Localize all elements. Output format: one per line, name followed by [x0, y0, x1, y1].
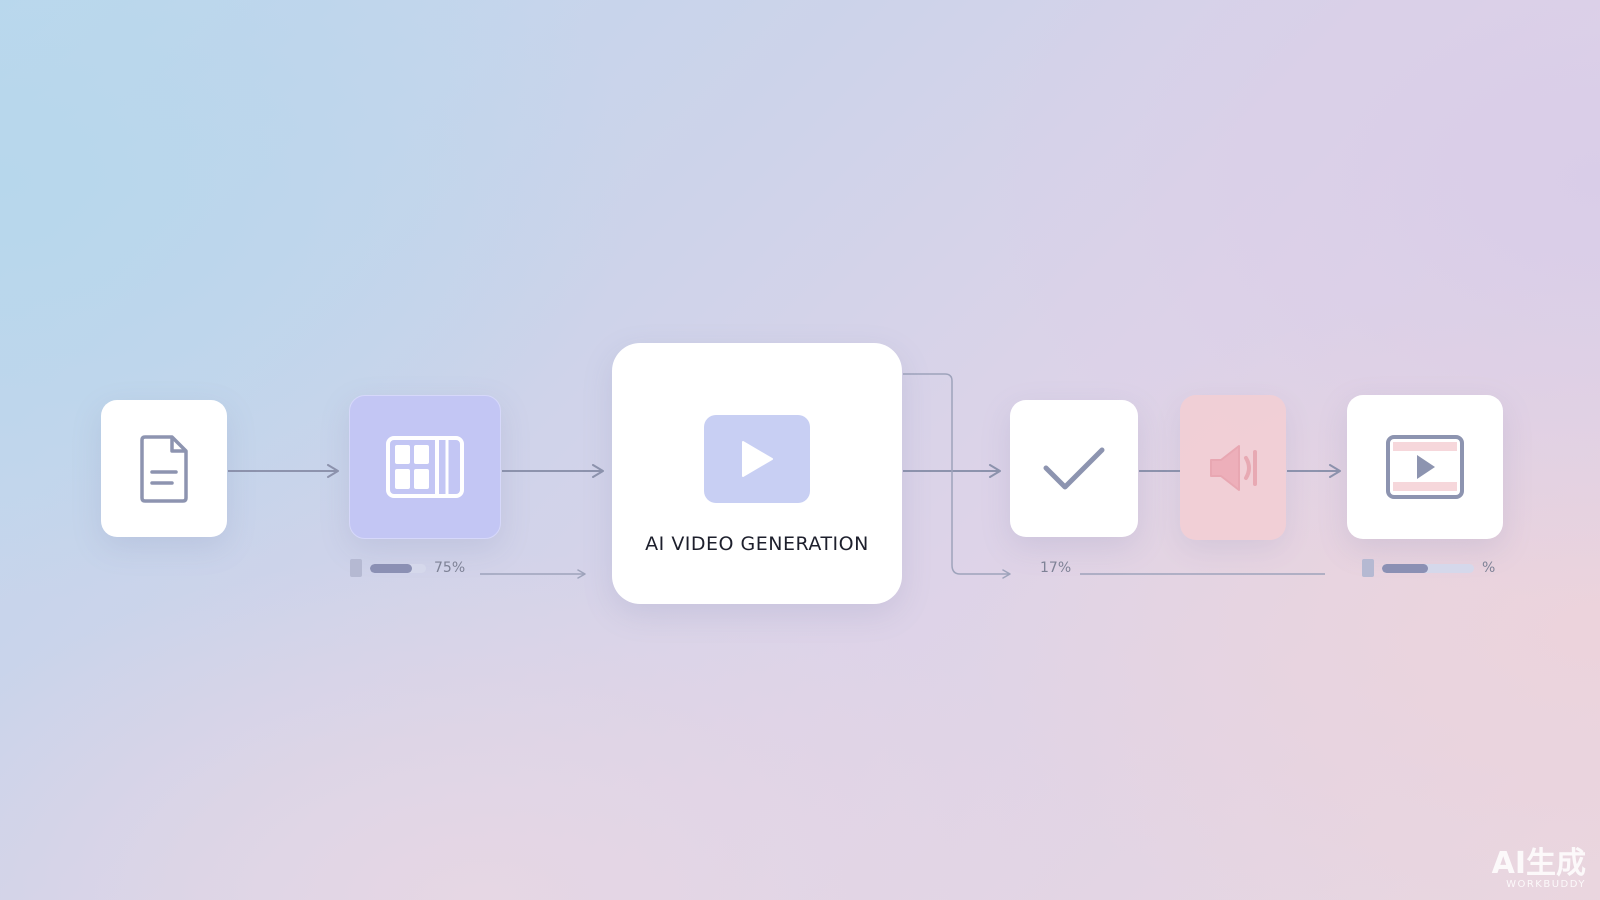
document-icon: [140, 434, 188, 503]
step-script[interactable]: [101, 400, 227, 537]
output-progress: %: [1362, 559, 1495, 577]
progress-track: [1382, 563, 1474, 573]
watermark-main: AI生成: [1491, 846, 1586, 881]
progress-fill: [1382, 563, 1428, 573]
step-output[interactable]: [1347, 395, 1503, 539]
step-generation[interactable]: AI VIDEO GENERATION: [612, 343, 902, 604]
step-review[interactable]: [1010, 400, 1138, 537]
step-audio[interactable]: [1180, 395, 1286, 540]
video-player-icon: [1386, 435, 1464, 499]
progress-label: %: [1482, 560, 1496, 576]
play-icon: [742, 441, 773, 477]
play-button[interactable]: [704, 415, 810, 503]
progress-label: 17%: [1040, 560, 1072, 576]
checkmark-icon: [1043, 447, 1105, 489]
progress-stub: [1362, 559, 1374, 577]
progress-fill: [370, 563, 412, 573]
progress-stub: [350, 559, 362, 577]
progress-label: 75%: [434, 560, 466, 576]
review-progress: 17%: [1040, 560, 1071, 576]
connector-branch-main: [903, 373, 1011, 579]
speaker-icon: [1210, 444, 1257, 491]
ai-generated-watermark: AI生成 WORKBUDDY: [1491, 846, 1586, 891]
progress-track: [370, 563, 426, 573]
step-storyboard[interactable]: [349, 395, 501, 539]
frames-grid-icon: [386, 436, 464, 498]
storyboard-progress: 75%: [350, 559, 465, 577]
watermark-sub: WORKBUDDY: [1506, 879, 1586, 890]
generation-title: AI VIDEO GENERATION: [645, 533, 869, 555]
